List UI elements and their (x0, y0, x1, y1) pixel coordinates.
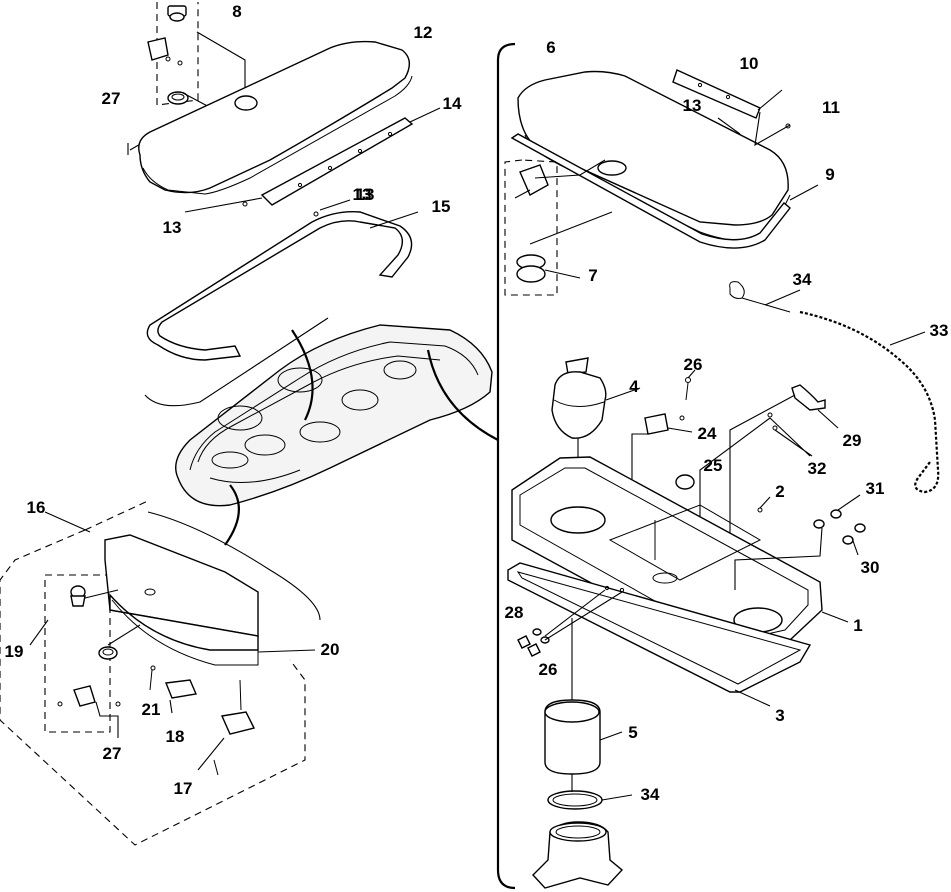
callout-label: 27 (102, 89, 121, 108)
hatch-lid-20 (104, 534, 259, 666)
callout-label: 18 (166, 727, 185, 746)
callout-label: 17 (174, 779, 193, 798)
callout-label: 15 (432, 197, 451, 216)
catch-18 (165, 679, 197, 699)
callout-label: 7 (588, 266, 597, 285)
callout-label: 4 (629, 377, 639, 396)
callout-label: 13 (353, 185, 372, 204)
callout-label: 24 (698, 424, 717, 443)
plug-23 (675, 474, 695, 490)
callout-label: 31 (866, 479, 885, 498)
callout-label: 30 (861, 558, 880, 577)
callout-label: 21 (142, 700, 161, 719)
callout-label: 32 (808, 459, 827, 478)
grommet-lower (98, 646, 118, 660)
callout-label: 10 (740, 54, 759, 73)
seal-15 (146, 211, 413, 361)
callout-label: 11 (822, 98, 840, 117)
callout-label: 20 (321, 640, 340, 659)
latch-knob-7 (514, 164, 549, 199)
screw-21 (149, 665, 156, 691)
gasket-3 (507, 562, 812, 693)
dashed-group-7-box (504, 159, 558, 296)
cylinder-5 (544, 699, 601, 775)
dashed-group-16-box (0, 499, 306, 846)
callout-label: 5 (628, 723, 637, 742)
hatch-lid-12 (138, 40, 413, 195)
callout-label: 26 (539, 660, 558, 679)
watercraft-hull (175, 324, 493, 507)
callout-label: 34 (793, 270, 812, 289)
latch-knob-19 (70, 585, 86, 607)
callout-label: 2 (775, 482, 784, 501)
clamp-28 (791, 384, 826, 411)
latch-bracket-27-lower (57, 685, 121, 707)
callout-label: 13 (163, 218, 182, 237)
callout-label: 16 (27, 498, 46, 517)
callout-label: 13 (683, 96, 702, 115)
lanyard-33 (729, 281, 791, 313)
callout-label: 9 (825, 165, 834, 184)
callout-label: 28 (505, 603, 524, 622)
bracket-22 (644, 413, 669, 435)
callout-label: 12 (414, 23, 433, 42)
grommet-top (167, 91, 189, 105)
callout-label: 13 (356, 185, 375, 204)
callout-label: 25 (704, 456, 723, 475)
hinge-10 (672, 69, 761, 119)
callout-label: 19 (5, 642, 24, 661)
callout-label: 27 (103, 744, 122, 763)
callout-label: 34 (641, 785, 660, 804)
grommet-7 (516, 254, 546, 283)
callout-label: 1 (853, 616, 862, 635)
ring-34 (547, 790, 603, 810)
hinge-14 (260, 117, 414, 206)
callout-label: 33 (930, 321, 949, 340)
seal-9 (510, 133, 791, 249)
base-fitting (532, 821, 624, 889)
callout-label: 29 (843, 431, 862, 450)
catch-17 (213, 679, 256, 776)
callout-label: 8 (232, 2, 241, 21)
callout-label: 3 (775, 706, 784, 725)
latch-bracket-27-top (147, 37, 183, 66)
latch-knob-8 (167, 5, 187, 22)
callout-label: 26 (684, 355, 703, 374)
callout-label: 6 (546, 38, 555, 57)
callout-label: 14 (443, 94, 462, 113)
cap-assembly-4 (551, 357, 607, 439)
